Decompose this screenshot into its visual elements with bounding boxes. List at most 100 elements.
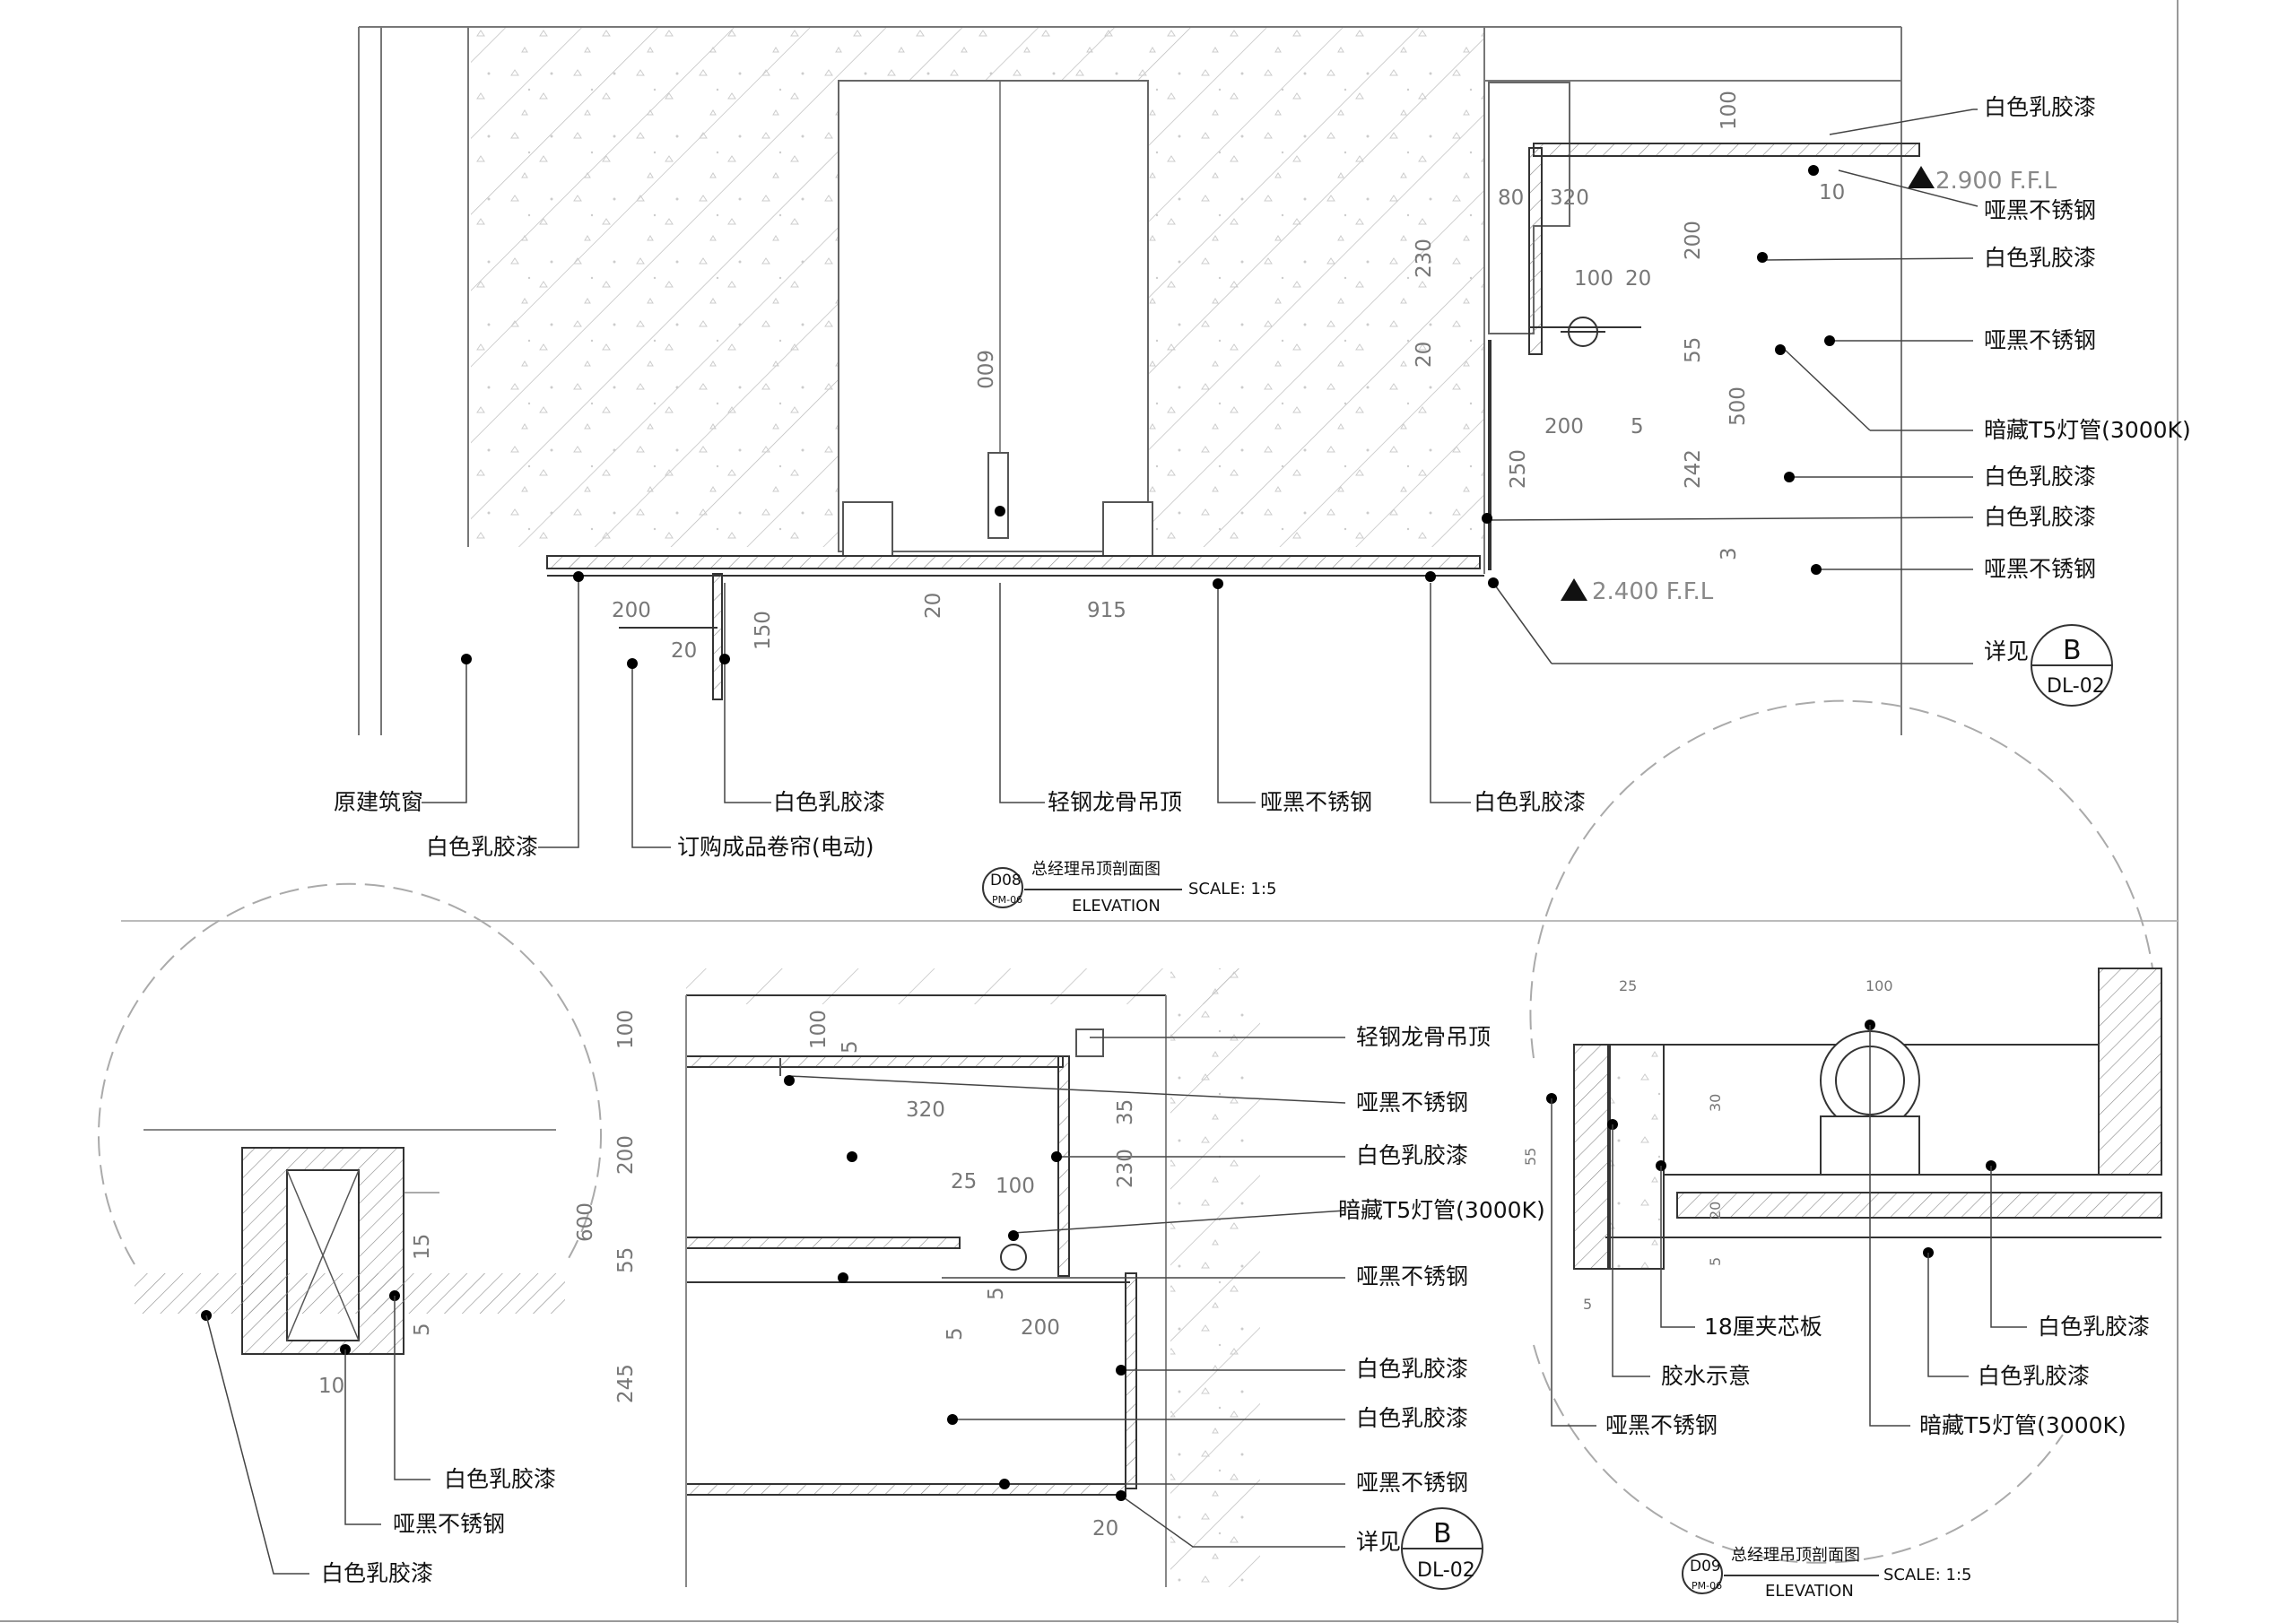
- d08-dim: 20: [1413, 342, 1436, 368]
- d08-dim: 150: [752, 611, 775, 650]
- d09-callout-7: 白色乳胶漆: [1356, 1405, 1468, 1431]
- elevation-d08: [358, 26, 1979, 848]
- d08-callout-right-2: 哑黑不锈钢: [1984, 197, 2096, 223]
- d08-callout-black-steel: 哑黑不锈钢: [1260, 789, 1372, 815]
- d08-dim: 250: [1507, 449, 1530, 489]
- leader-lines-d09: [788, 1037, 1346, 1548]
- d09-callout-2: 哑黑不锈钢: [1356, 1089, 1468, 1115]
- detail-left-callout-3: 白色乳胶漆: [321, 1560, 433, 1586]
- ceiling-board: [546, 82, 1920, 700]
- d09-callout-5: 哑黑不锈钢: [1356, 1263, 1468, 1289]
- d09-title-sheet: PM-06: [1692, 1580, 1722, 1592]
- detail-bubble-d09: [1401, 1507, 1483, 1590]
- d09-dim: 55: [614, 1247, 638, 1273]
- d09-callout-6: 白色乳胶漆: [1356, 1356, 1468, 1382]
- detail-left-dim: 5: [411, 1323, 434, 1336]
- dots-d08: [461, 165, 1835, 669]
- d08-callout-right-7: 白色乳胶漆: [1984, 504, 2096, 530]
- detail-right-dim: 5: [1583, 1296, 1592, 1313]
- detail-right-callout-glue: 胶水示意: [1661, 1363, 1751, 1389]
- d09-dim: 100: [996, 1175, 1035, 1198]
- detail-right-dim: 55: [1522, 1148, 1539, 1166]
- d08-dim: 5: [1631, 415, 1644, 438]
- d09-callout-1: 轻钢龙骨吊顶: [1356, 1024, 1491, 1050]
- window-wall: [358, 26, 1902, 735]
- d09-detail-see: 详见: [1356, 1529, 1401, 1555]
- ffl-marks: [1561, 166, 1935, 601]
- d09-dim: 5: [985, 1287, 1008, 1300]
- d09-detail-sheet: DL-02: [1417, 1559, 1475, 1582]
- title-block-lines: [982, 867, 1879, 1594]
- d08-callout-right-8: 哑黑不锈钢: [1984, 556, 2096, 582]
- d08-dim: 100: [1718, 91, 1741, 130]
- d08-dim: 320: [1550, 187, 1589, 210]
- d08-callout-light-steel-keel: 轻钢龙骨吊顶: [1048, 789, 1182, 815]
- d09-title: 总经理吊顶剖面图: [1731, 1546, 1860, 1565]
- d08-title-scale: SCALE: 1:5: [1188, 880, 1276, 898]
- detail-right-circle: [1529, 699, 2162, 1564]
- d09-title-scale: SCALE: 1:5: [1883, 1566, 1971, 1584]
- d09-callout-8: 哑黑不锈钢: [1356, 1470, 1468, 1496]
- ceiling-section-d09: [685, 994, 1167, 1587]
- d08-dim: 600: [972, 350, 996, 389]
- detail-right-callout-paint-1: 白色乳胶漆: [2038, 1314, 2150, 1340]
- d09-dim: 100: [807, 1010, 831, 1049]
- d09-dim: 245: [614, 1364, 638, 1403]
- d09-dim: 20: [1092, 1517, 1118, 1541]
- d08-dim: 3: [1718, 547, 1741, 560]
- detail-right-dim: 5: [1707, 1257, 1724, 1266]
- d09-dim: 5: [944, 1327, 967, 1341]
- d08-dim: 20: [671, 639, 697, 663]
- d08-dim: 242: [1682, 449, 1705, 489]
- detail-right-callout-paint-2: 白色乳胶漆: [1978, 1363, 2090, 1389]
- d08-callout-bottom-paint-3: 白色乳胶漆: [1474, 789, 1586, 815]
- sheet-frame: [0, 0, 2179, 1623]
- d08-callout-right-5: 暗藏T5灯管(3000K): [1984, 417, 2191, 443]
- detail-left-circle: [98, 882, 602, 1575]
- detail-right-dim: 30: [1707, 1094, 1724, 1112]
- d08-dim: 200: [1682, 221, 1705, 260]
- detail-right-callout-plywood: 18厘夹芯板: [1704, 1314, 1822, 1340]
- d09-dim: 320: [906, 1098, 945, 1122]
- d08-ffl-upper: 2.900 F.F.L: [1935, 168, 2057, 195]
- d08-callout-right-1: 白色乳胶漆: [1984, 94, 2096, 120]
- detail-left-callout-2: 哑黑不锈钢: [393, 1511, 505, 1537]
- detail-right-callout-steel: 哑黑不锈钢: [1605, 1412, 1718, 1438]
- d08-dim: 230: [1413, 239, 1436, 278]
- d09-title-code: D09: [1690, 1558, 1721, 1575]
- d09-dim: 100: [614, 1010, 638, 1049]
- d08-detail-see: 详见: [1984, 638, 2029, 664]
- d08-dim: 55: [1682, 337, 1705, 363]
- dots-d09: [784, 1075, 1126, 1501]
- d08-callout-original-window: 原建筑窗: [334, 789, 423, 815]
- d08-dim: 20: [1625, 267, 1651, 291]
- d08-title: 总经理吊顶剖面图: [1031, 860, 1161, 879]
- detail-left-dim: 10: [318, 1375, 344, 1398]
- elevation-d09: [685, 968, 1346, 1587]
- d09-dim: 230: [1114, 1149, 1137, 1188]
- d08-dim: 100: [1574, 267, 1613, 291]
- d08-title-sheet: PM-06: [992, 894, 1022, 906]
- d08-dim: 200: [1544, 415, 1584, 438]
- d09-callout-4: 暗藏T5灯管(3000K): [1338, 1197, 1545, 1223]
- concrete-mass: [471, 27, 1484, 557]
- d09-dim: 25: [951, 1170, 977, 1193]
- detail-right-dim: 20: [1707, 1202, 1724, 1219]
- detail-right-dim: 100: [1866, 977, 1893, 994]
- leader-lines-d08: [422, 108, 1979, 848]
- detail-left-callout-1: 白色乳胶漆: [444, 1466, 556, 1492]
- d08-dim: 200: [612, 599, 651, 622]
- d08-callout-right-4: 哑黑不锈钢: [1984, 327, 2096, 353]
- d09-dim: 5: [839, 1040, 862, 1054]
- d08-dim: 500: [1726, 386, 1750, 426]
- d09-dim: 200: [1021, 1316, 1060, 1340]
- d09-dim: 35: [1114, 1099, 1137, 1125]
- d09-dim: 600: [574, 1202, 597, 1242]
- d09-detail-letter: B: [1433, 1518, 1452, 1549]
- d08-dim: 915: [1087, 599, 1126, 622]
- d08-callout-right-3: 白色乳胶漆: [1984, 245, 2096, 271]
- d08-title-subtitle: ELEVATION: [1072, 897, 1161, 916]
- d08-ffl-lower: 2.400 F.F.L: [1592, 578, 1714, 605]
- detail-left-dim: 15: [411, 1234, 434, 1260]
